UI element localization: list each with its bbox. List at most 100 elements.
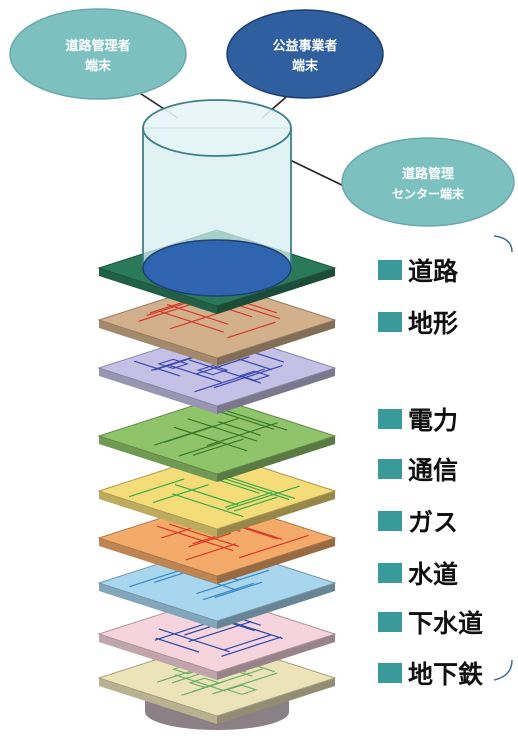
layer-water-side-left	[99, 583, 217, 629]
layer-subway-side-left	[99, 678, 217, 724]
legend-square-4	[378, 459, 402, 479]
layer-terrain-network-line	[194, 368, 265, 393]
layer-terrain-block	[238, 370, 271, 381]
layer-gas-network-line	[169, 523, 240, 548]
database-cylinder	[142, 99, 292, 297]
layer-power-network-line	[178, 441, 222, 457]
layer-sewer-side-right	[217, 634, 335, 680]
layer-water-side-right	[217, 583, 335, 629]
layer-subway-block	[225, 684, 258, 695]
layer-water-network-line	[214, 581, 263, 599]
terminal-utility-shape	[226, 9, 384, 99]
legend-label-6: 水道	[408, 560, 458, 589]
legend-label-5: ガス	[408, 508, 458, 537]
layer-road	[97, 281, 337, 366]
layer-gas	[97, 499, 337, 584]
legend-brace-bottom	[493, 659, 513, 681]
layer-gas-network-line	[188, 532, 231, 548]
legend-label-4: 通信	[408, 456, 458, 485]
layer-subway-block	[188, 677, 221, 688]
legend-label-8: 地下鉄	[408, 660, 483, 689]
terminal-road-admin-line2: 端末	[85, 58, 112, 74]
layer-sewer	[97, 595, 337, 680]
terminal-center: 道路管理 センター端末	[341, 137, 515, 227]
layer-telecom-network-line	[224, 491, 272, 509]
layer-terrain-block	[196, 365, 229, 376]
layer-gas-network-line	[157, 525, 234, 552]
terminal-utility-line1: 公益事業者	[272, 38, 337, 54]
legend-label-1: 道路	[408, 257, 459, 286]
connector-center	[289, 159, 349, 189]
layer-telecom-network-line	[233, 496, 278, 512]
terminal-utility: 公益事業者 端末	[226, 9, 384, 99]
layer-gas-network-line	[239, 534, 309, 559]
layer-water-network-line	[196, 569, 270, 595]
layer-water-network-line	[202, 582, 254, 601]
layer-power-network-line	[173, 426, 248, 452]
layer-road-network-line	[159, 311, 224, 333]
legend-square-7	[378, 612, 402, 632]
layer-subway-side-right	[217, 678, 335, 724]
layer-terrain-block	[157, 358, 190, 370]
legend-label-7: 下水道	[408, 609, 483, 638]
legend-square-3	[378, 409, 402, 429]
layer-sewer-network-line	[155, 637, 200, 653]
layer-sewer-network-line	[188, 620, 252, 643]
terminal-center-line2: センター端末	[392, 186, 465, 201]
layer-telecom-network-line	[224, 475, 296, 500]
layer-power-top	[97, 397, 337, 475]
layer-road-side-left	[99, 320, 217, 366]
terminal-center-shape	[341, 137, 515, 227]
layer-road-side-right	[217, 320, 335, 366]
legend-brace-top	[493, 235, 513, 253]
terminal-center-line1: 道路管理	[402, 166, 454, 182]
layer-telecom-side-right	[217, 491, 335, 537]
layer-telecom-network-line	[174, 484, 239, 506]
layer-terrain	[97, 329, 337, 414]
data-layers	[97, 229, 337, 724]
layer-road-network-line	[227, 321, 276, 339]
legend-square-6	[378, 563, 402, 583]
layer-subway-network-line	[191, 668, 263, 693]
layer-gas-side-right	[217, 538, 335, 584]
layer-power	[97, 397, 337, 482]
layer-telecom-network-line	[218, 476, 290, 501]
layer-power-network-line	[192, 438, 244, 456]
layer-telecom-side-left	[99, 491, 217, 537]
layer-road-top-side-right	[217, 268, 335, 314]
layer-telecom	[97, 452, 337, 537]
legend-label-2: 地形	[408, 309, 458, 338]
layer-telecom-network-line	[152, 484, 209, 504]
layer-subway-network-line	[174, 674, 226, 692]
terminal-road-admin-line1: 道路管理者	[65, 38, 130, 54]
legend-label-3: 電力	[408, 406, 458, 435]
layer-power-side-right	[217, 436, 335, 482]
layer-power-network-line	[218, 421, 261, 436]
layer-terrain-side-left	[99, 368, 217, 414]
layer-road-top-side-left	[99, 268, 217, 314]
layer-telecom-network-line	[128, 478, 185, 498]
legend-square-1	[378, 260, 402, 280]
layer-telecom-network-line	[172, 493, 244, 518]
layer-gas-side-left	[99, 538, 217, 584]
layer-sewer-side-left	[99, 634, 217, 680]
layer-sewer-network-line	[223, 634, 272, 651]
layer-telecom-network-line	[226, 485, 300, 511]
cylinder-bottom	[142, 239, 292, 297]
terminal-road-admin-shape	[9, 8, 187, 100]
layer-power-side-left	[99, 436, 217, 482]
layer-terrain-network-line	[189, 359, 262, 384]
layer-sewer-network-line	[221, 636, 282, 657]
layer-power-network-line	[164, 417, 239, 443]
layer-subway-network-line	[212, 672, 278, 695]
cylinder-top-rim	[142, 99, 292, 157]
terminal-road-admin: 道路管理者 端末	[9, 8, 187, 100]
layer-power-network-line	[187, 418, 258, 442]
legend-square-2	[378, 312, 402, 332]
layer-terrain-side-right	[217, 368, 335, 414]
layer-terrain-network-line	[151, 356, 195, 372]
terminal-utility-line2: 端末	[292, 58, 319, 74]
layer-gas-network-line	[185, 543, 237, 561]
